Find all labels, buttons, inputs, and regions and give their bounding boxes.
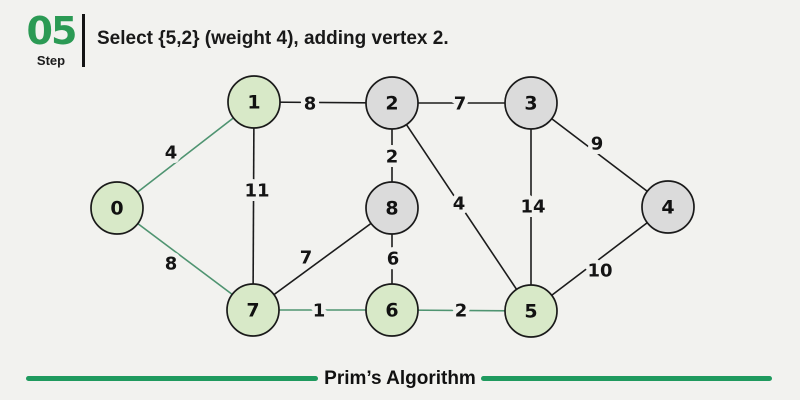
node-8 [365, 181, 419, 235]
node-label-1: 1 [247, 92, 260, 114]
edge-0-7 [116, 207, 254, 311]
node-label-0: 0 [110, 198, 123, 220]
edge-weight-1-7: 11 [244, 180, 269, 201]
node-label-5: 5 [524, 301, 537, 323]
edge-0-1 [116, 101, 255, 209]
node-3 [504, 76, 558, 130]
header-divider [82, 14, 85, 67]
edge-3-4 [530, 102, 669, 208]
edge-weight-7-8: 7 [300, 247, 313, 268]
node-7 [226, 283, 280, 337]
node-2 [365, 76, 419, 130]
edge-weight-2-5: 4 [453, 193, 466, 214]
node-label-8: 8 [385, 198, 398, 220]
edge-weight-2-3: 7 [454, 93, 467, 114]
edge-weight-3-5: 14 [520, 196, 545, 217]
footer-rule-left [26, 376, 318, 381]
edge-weight-0-7: 8 [165, 253, 178, 274]
step-number: 05 [26, 9, 78, 53]
node-0 [90, 181, 144, 235]
node-4 [641, 180, 695, 234]
step-description: Select {5,2} (weight 4), adding vertex 2… [97, 28, 449, 49]
edge-2-5 [391, 102, 532, 312]
edge-5-4 [530, 206, 669, 312]
node-6 [365, 283, 419, 337]
footer-title: Prim’s Algorithm [324, 368, 476, 389]
node-label-4: 4 [661, 197, 674, 219]
edge-weight-0-1: 4 [165, 142, 178, 163]
edge-weight-2-8: 2 [386, 146, 399, 167]
edge-weight-8-6: 6 [387, 248, 400, 269]
node-1 [227, 75, 281, 129]
node-label-2: 2 [385, 93, 398, 115]
node-5 [504, 284, 558, 338]
edge-7-8 [252, 207, 393, 311]
edge-weight-7-6: 1 [313, 300, 326, 321]
footer-rule-right [481, 376, 772, 381]
edge-weight-3-4: 9 [591, 133, 604, 154]
edge-weight-1-2: 8 [304, 93, 317, 114]
node-label-3: 3 [524, 93, 537, 115]
edge-weight-6-5: 2 [455, 300, 468, 321]
node-label-6: 6 [385, 300, 398, 322]
edge-1-7 [252, 101, 255, 311]
node-label-7: 7 [246, 300, 259, 322]
edge-weight-5-4: 10 [587, 260, 612, 281]
step-number-label: Step [36, 53, 66, 68]
